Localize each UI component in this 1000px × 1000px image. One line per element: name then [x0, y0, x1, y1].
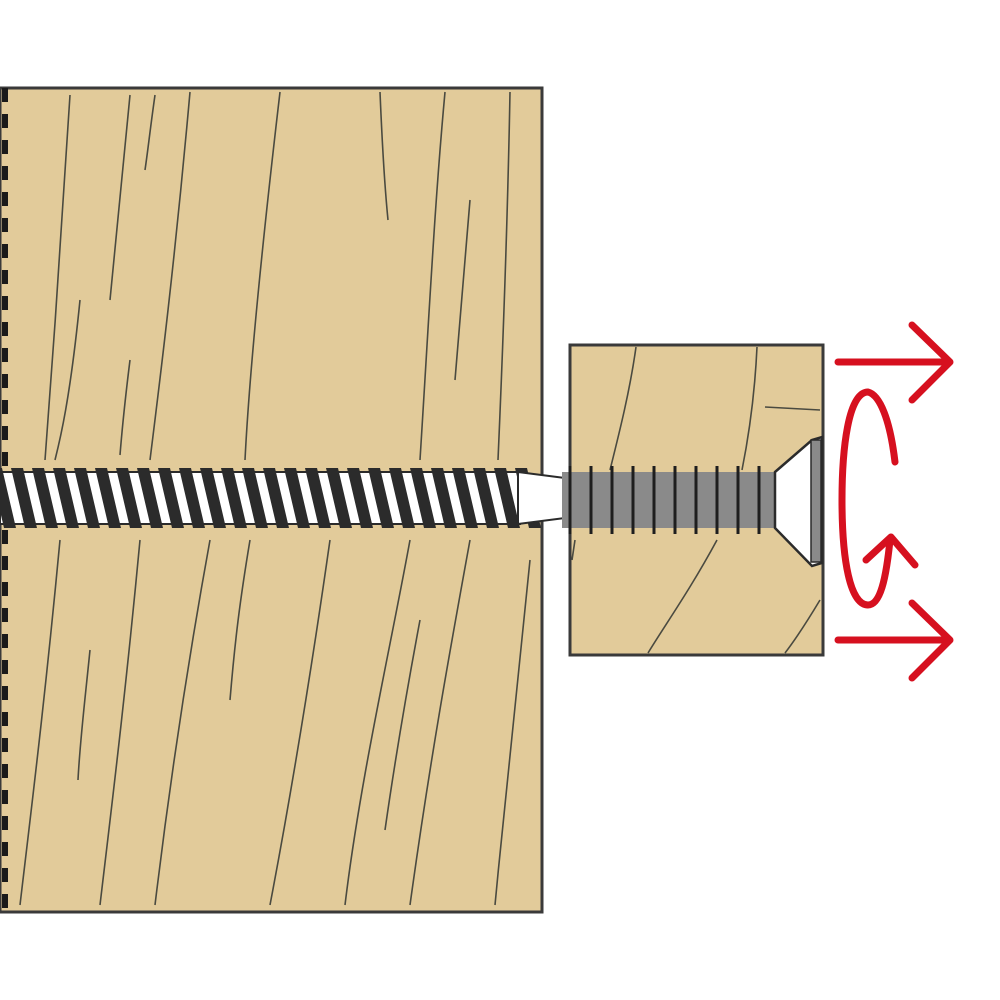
thread-ridge — [200, 468, 226, 528]
pull-arrow-bottom-icon — [834, 599, 954, 682]
screw-thread-upper — [562, 472, 777, 528]
thread-ridge — [494, 468, 520, 528]
thread-ridge — [410, 468, 436, 528]
thread-ridge — [263, 468, 289, 528]
thread-ridge — [53, 468, 79, 528]
thread-ridge — [431, 468, 457, 528]
thread-ridge — [74, 468, 100, 528]
thread-ridge — [158, 468, 184, 528]
thread-ridge — [326, 468, 352, 528]
pull-arrow-top-icon — [834, 321, 954, 404]
screw-thread-embedded — [0, 468, 541, 528]
thread-ridge — [389, 468, 415, 528]
thread-ridge — [242, 468, 268, 528]
rotate-arrow-icon — [838, 388, 919, 609]
screw — [0, 435, 824, 568]
thread-ridge — [368, 468, 394, 528]
thread-ridge — [116, 468, 142, 528]
thread-ridge — [0, 468, 16, 528]
thread-ridge — [473, 468, 499, 528]
thread-ridge — [137, 468, 163, 528]
thread-ridge — [95, 468, 121, 528]
thread-ridge — [452, 468, 478, 528]
thread-ridge — [347, 468, 373, 528]
thread-ridge — [179, 468, 205, 528]
thread-ridge — [11, 468, 37, 528]
thread-ridge — [305, 468, 331, 528]
thread-ridge — [284, 468, 310, 528]
thread-ridge — [32, 468, 58, 528]
wood-grain — [19, 91, 531, 906]
thread-ridge — [221, 468, 247, 528]
screw-shank — [517, 470, 566, 526]
